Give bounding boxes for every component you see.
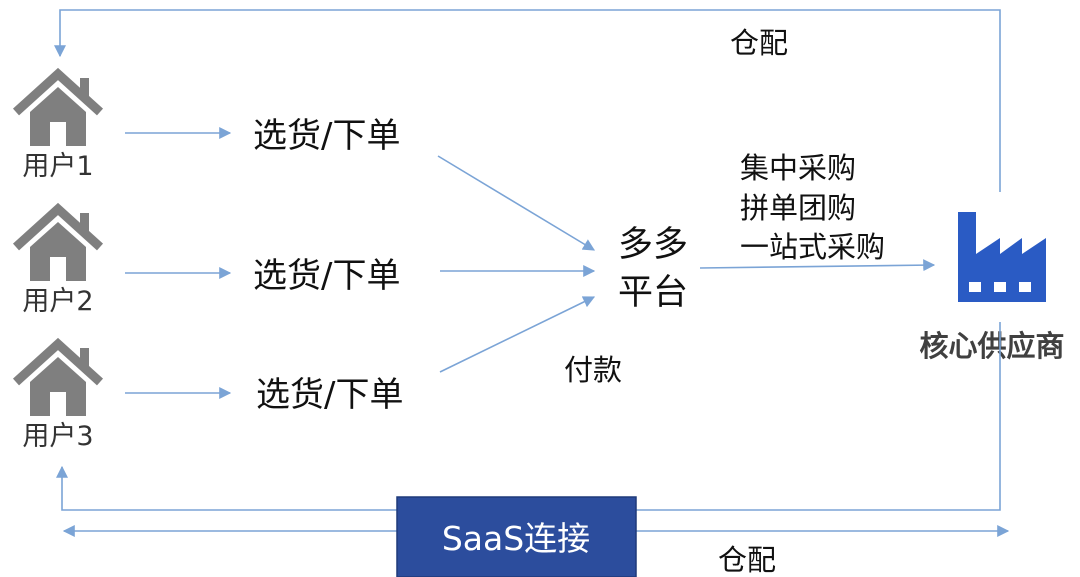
payment-label: 付款 (564, 353, 622, 387)
purchase-mode-2: 拼单团购 (740, 191, 856, 225)
connector-order1-platform (437, 155, 596, 251)
order-label-1: 选货/下单 (253, 116, 400, 156)
top-delivery-label: 仓配 (730, 26, 788, 60)
saas-connection-box: SaaS连接 (396, 496, 637, 577)
user-label: 用户3 (22, 421, 93, 452)
bottom-delivery-label: 仓配 (718, 543, 776, 577)
platform-label-line2: 平台 (618, 273, 688, 313)
house-icon (12, 202, 104, 281)
purchase-mode-3: 一站式采购 (740, 230, 885, 264)
house-icon (12, 337, 104, 416)
connector-platform-supplier (699, 259, 936, 272)
saas-label: SaaS连接 (442, 519, 590, 558)
bottom-delivery-connector (56, 322, 1001, 511)
order-label-2: 选货/下单 (253, 256, 400, 296)
supplier-label: 核心供应商 (919, 329, 1064, 363)
top-delivery-connector (54, 9, 1001, 192)
user-label: 用户1 (22, 151, 93, 182)
user-2: 用户2 (12, 202, 104, 317)
purchase-mode-1: 集中采购 (740, 151, 856, 185)
house-icon (12, 67, 104, 146)
user-1: 用户1 (12, 67, 104, 182)
platform-label-line1: 多多 (618, 225, 688, 265)
user-label: 用户2 (22, 286, 93, 317)
order-label-3: 选货/下单 (256, 375, 403, 415)
user-3: 用户3 (12, 337, 104, 452)
connector-order3-platform (439, 296, 596, 373)
factory-icon (958, 212, 1046, 302)
